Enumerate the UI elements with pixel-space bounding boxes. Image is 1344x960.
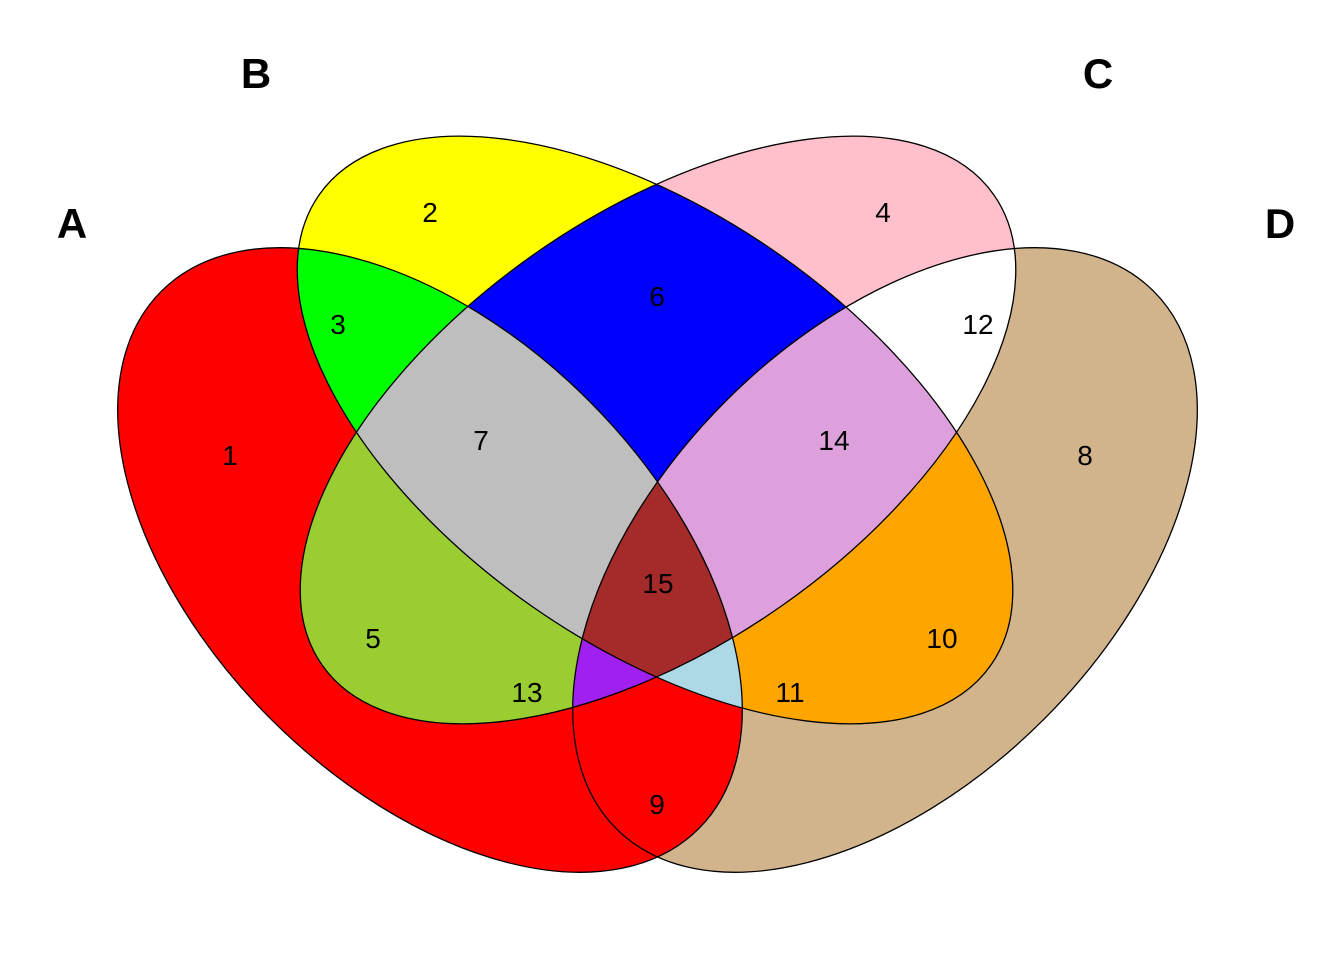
set-label-a: A <box>57 200 87 247</box>
region-label-11: 11 <box>775 677 804 708</box>
set-b-outline <box>296 135 1014 725</box>
region-label-9: 9 <box>649 789 665 820</box>
set-d-outline <box>572 247 1198 873</box>
region-label-3: 3 <box>330 309 346 340</box>
set-c-outline <box>299 135 1017 725</box>
region-labels: 1 2 3 4 5 6 7 8 9 10 11 12 13 14 15 <box>222 197 1093 820</box>
region-label-8: 8 <box>1077 440 1093 471</box>
region-label-10: 10 <box>926 623 957 654</box>
region-label-15: 15 <box>642 568 673 599</box>
region-label-7: 7 <box>473 425 489 456</box>
region-label-5: 5 <box>365 623 381 654</box>
set-a-outline <box>117 247 743 873</box>
region-label-14: 14 <box>818 425 849 456</box>
region-label-13: 13 <box>511 677 542 708</box>
region-label-4: 4 <box>875 197 891 228</box>
region-label-1: 1 <box>222 440 238 471</box>
set-label-b: B <box>241 50 271 97</box>
region-label-6: 6 <box>649 281 665 312</box>
region-label-12: 12 <box>962 309 993 340</box>
set-labels: A B C D <box>57 50 1295 247</box>
region-label-2: 2 <box>422 197 438 228</box>
set-label-d: D <box>1265 200 1295 247</box>
set-outlines <box>117 135 1198 873</box>
set-label-c: C <box>1083 50 1113 97</box>
